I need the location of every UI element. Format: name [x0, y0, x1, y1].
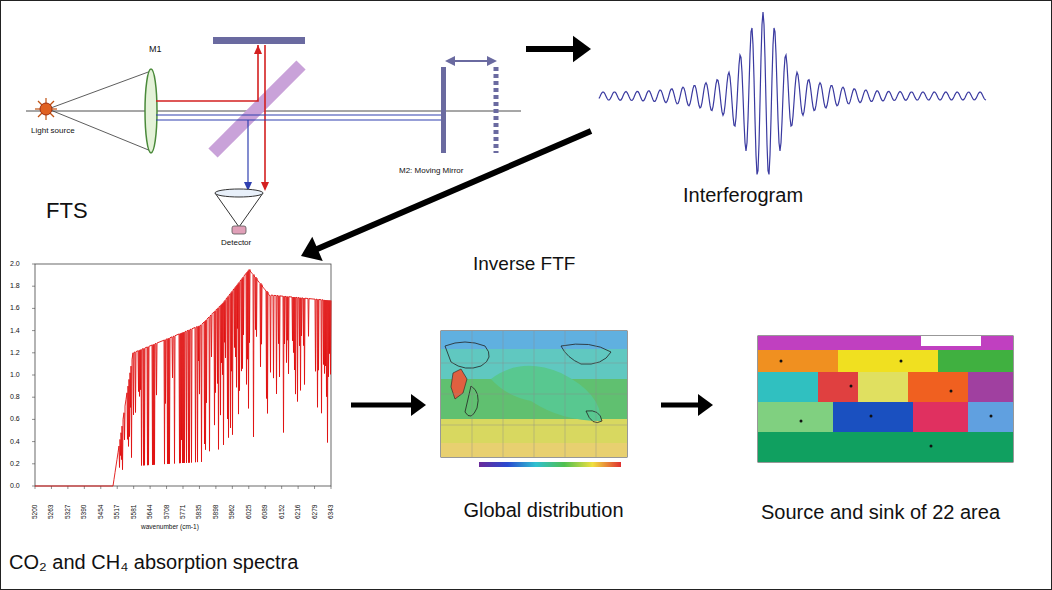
- tick-label: 5962: [228, 505, 235, 519]
- axis-label: 1.4: [10, 327, 20, 335]
- panel-caption: FTS: [46, 198, 88, 224]
- panel-caption: CO₂ and CH₄ absorption spectra: [9, 551, 298, 574]
- axis-label: 0.8: [10, 393, 20, 401]
- axis-label: 0.0: [10, 482, 20, 490]
- spectrum-chart: [32, 264, 331, 489]
- tick-label: 6089: [261, 505, 268, 519]
- flow-arrow: [526, 36, 591, 62]
- tick-label: 5263: [47, 505, 54, 519]
- panel-caption: Source and sink of 22 area: [761, 501, 1000, 524]
- panel-node: FTS: [6, 6, 526, 238]
- tick-label: 5771: [179, 505, 186, 519]
- panel-node: CO₂ and CH₄ absorption spectra: [6, 256, 351, 588]
- axis-label: 1.0: [10, 371, 20, 379]
- tick-label: 5454: [97, 505, 104, 519]
- tick-label: 5708: [163, 505, 170, 519]
- tick-label: 6279: [311, 505, 318, 519]
- part-label: M1: [149, 45, 162, 55]
- tick-label: 6152: [278, 505, 285, 519]
- axis-label: 1.8: [10, 282, 20, 290]
- axis-label: 0.4: [10, 438, 20, 446]
- tick-label: 5517: [113, 505, 120, 519]
- fts-instrument: [26, 37, 521, 234]
- tick-label: 6216: [294, 505, 301, 519]
- tick-label: 5200: [31, 505, 38, 519]
- interferogram-wave: [599, 12, 986, 174]
- tick-label: 5581: [130, 505, 137, 519]
- axis-label: 1.2: [10, 349, 20, 357]
- panel-node: Source and sink of 22 area: [713, 326, 1048, 531]
- tick-label: 5327: [64, 505, 71, 519]
- flow-arrow: [351, 394, 426, 416]
- flow-arrow: [661, 394, 713, 416]
- part-label: Detector: [221, 239, 251, 248]
- axis-label: 1.6: [10, 304, 20, 312]
- axis-label: 0.2: [10, 460, 20, 468]
- panel-node: Global distribution: [426, 316, 661, 531]
- global-map: [441, 331, 627, 467]
- axis-label: wavenumber (cm-1): [141, 523, 199, 530]
- edge-label: Inverse FTF: [471, 253, 577, 276]
- axis-label: 2.0: [10, 260, 20, 268]
- tick-label: 5390: [80, 505, 87, 519]
- tick-label: 5835: [195, 505, 202, 519]
- region-map: [758, 336, 1013, 462]
- tick-label: 5898: [212, 505, 219, 519]
- panel-caption: Global distribution: [463, 499, 623, 522]
- panel-caption: Interferogram: [683, 184, 803, 207]
- panel-node: Interferogram: [591, 16, 1001, 216]
- tick-label: 6025: [245, 505, 252, 519]
- tick-label: 5644: [146, 505, 153, 519]
- tick-label: 6343: [327, 505, 334, 519]
- axis-label: 0.6: [10, 415, 20, 423]
- flow-arrow: [301, 131, 591, 261]
- part-label: Light source: [31, 127, 75, 136]
- part-label: M2: Moving Mirror: [399, 167, 463, 176]
